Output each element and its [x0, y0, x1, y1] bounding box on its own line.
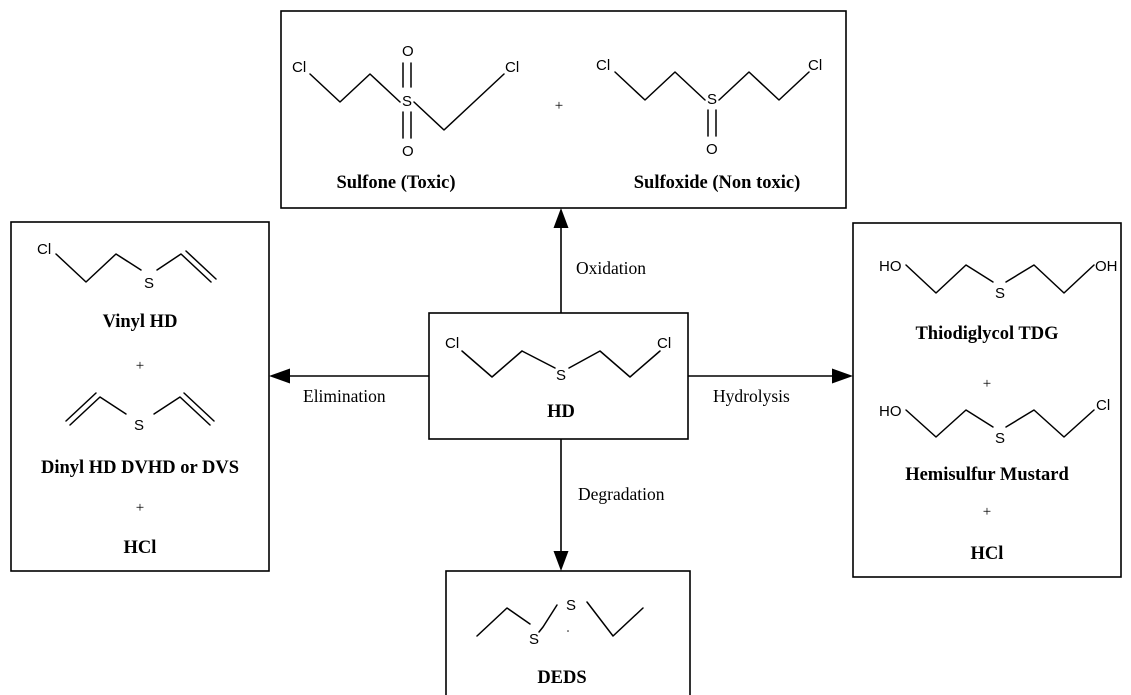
tdg-oh-atom: OH [1095, 258, 1118, 275]
sulfoxide-structure: Cl S O Cl [596, 57, 822, 158]
tdg-s-atom: S [995, 285, 1005, 302]
hd-cl-left-atom: Cl [445, 335, 459, 352]
hd-cl-right-atom: Cl [657, 335, 671, 352]
tdg-ho-atom: HO [879, 258, 902, 275]
sulfone-cl-right-atom: Cl [505, 59, 519, 76]
right-hcl-name: HCl [971, 544, 1004, 564]
hd-structure: Cl S Cl [445, 335, 671, 384]
sulfone-o-bottom-atom: O [402, 143, 414, 160]
deds-structure: S S [476, 597, 644, 648]
deds-s2-atom: S [566, 597, 576, 614]
hemisulfur-cl-atom: Cl [1096, 397, 1110, 414]
left-box [10, 221, 270, 572]
hemisulfur-ho-atom: HO [879, 403, 902, 420]
top-plus: + [555, 98, 563, 114]
hd-s-atom: S [556, 367, 566, 384]
dvs-s-atom: S [134, 417, 144, 434]
sulfoxide-cl-left-atom: Cl [596, 57, 610, 74]
sulfoxide-s-atom: S [707, 91, 717, 108]
tdg-structure: HO S OH [879, 258, 1118, 302]
tdg-name: Thiodiglycol TDG [915, 324, 1058, 344]
sulfone-s-atom: S [402, 93, 412, 110]
top-box [280, 10, 847, 209]
sulfone-cl-left-atom: Cl [292, 59, 306, 76]
sulfone-structure: Cl O S O Cl [292, 43, 519, 160]
right-plus-1: + [983, 376, 991, 392]
right-plus-2: + [983, 504, 991, 520]
bottom-box [445, 570, 691, 695]
hydrolysis-label: Hydrolysis [713, 386, 790, 406]
dvs-name: Dinyl HD DVHD or DVS [41, 458, 239, 478]
vinyl-hd-cl-atom: Cl [37, 241, 51, 258]
sulfone-o-top-atom: O [402, 43, 414, 60]
right-box [852, 222, 1122, 578]
hemisulfur-mustard-name: Hemisulfur Mustard [905, 465, 1069, 485]
left-plus-2: + [136, 500, 144, 516]
arrow-hydrolysis [688, 368, 853, 384]
deds-name: DEDS [537, 668, 586, 688]
vinyl-hd-name: Vinyl HD [103, 312, 178, 332]
sulfoxide-name: Sulfoxide (Non toxic) [634, 173, 801, 193]
sulfone-name: Sulfone (Toxic) [336, 173, 455, 193]
arrow-oxidation [553, 208, 569, 313]
dvs-structure: S [65, 392, 215, 434]
degradation-label: Degradation [578, 484, 665, 504]
hemisulfur-mustard-structure: HO S Cl [879, 397, 1110, 447]
vinyl-hd-s-atom: S [144, 275, 154, 292]
vinyl-hd-structure: Cl S [37, 241, 217, 292]
elimination-label: Elimination [303, 386, 386, 406]
arrow-elimination [269, 368, 429, 384]
left-hcl-name: HCl [124, 538, 157, 558]
arrow-degradation [553, 439, 569, 571]
sulfoxide-o-atom: O [706, 141, 718, 158]
center-box [428, 312, 689, 440]
deds-s1-atom: S [529, 631, 539, 648]
oxidation-label: Oxidation [576, 258, 646, 278]
left-plus-1: + [136, 358, 144, 374]
hemisulfur-s-atom: S [995, 430, 1005, 447]
sulfoxide-cl-right-atom: Cl [808, 57, 822, 74]
hd-name: HD [547, 402, 575, 422]
